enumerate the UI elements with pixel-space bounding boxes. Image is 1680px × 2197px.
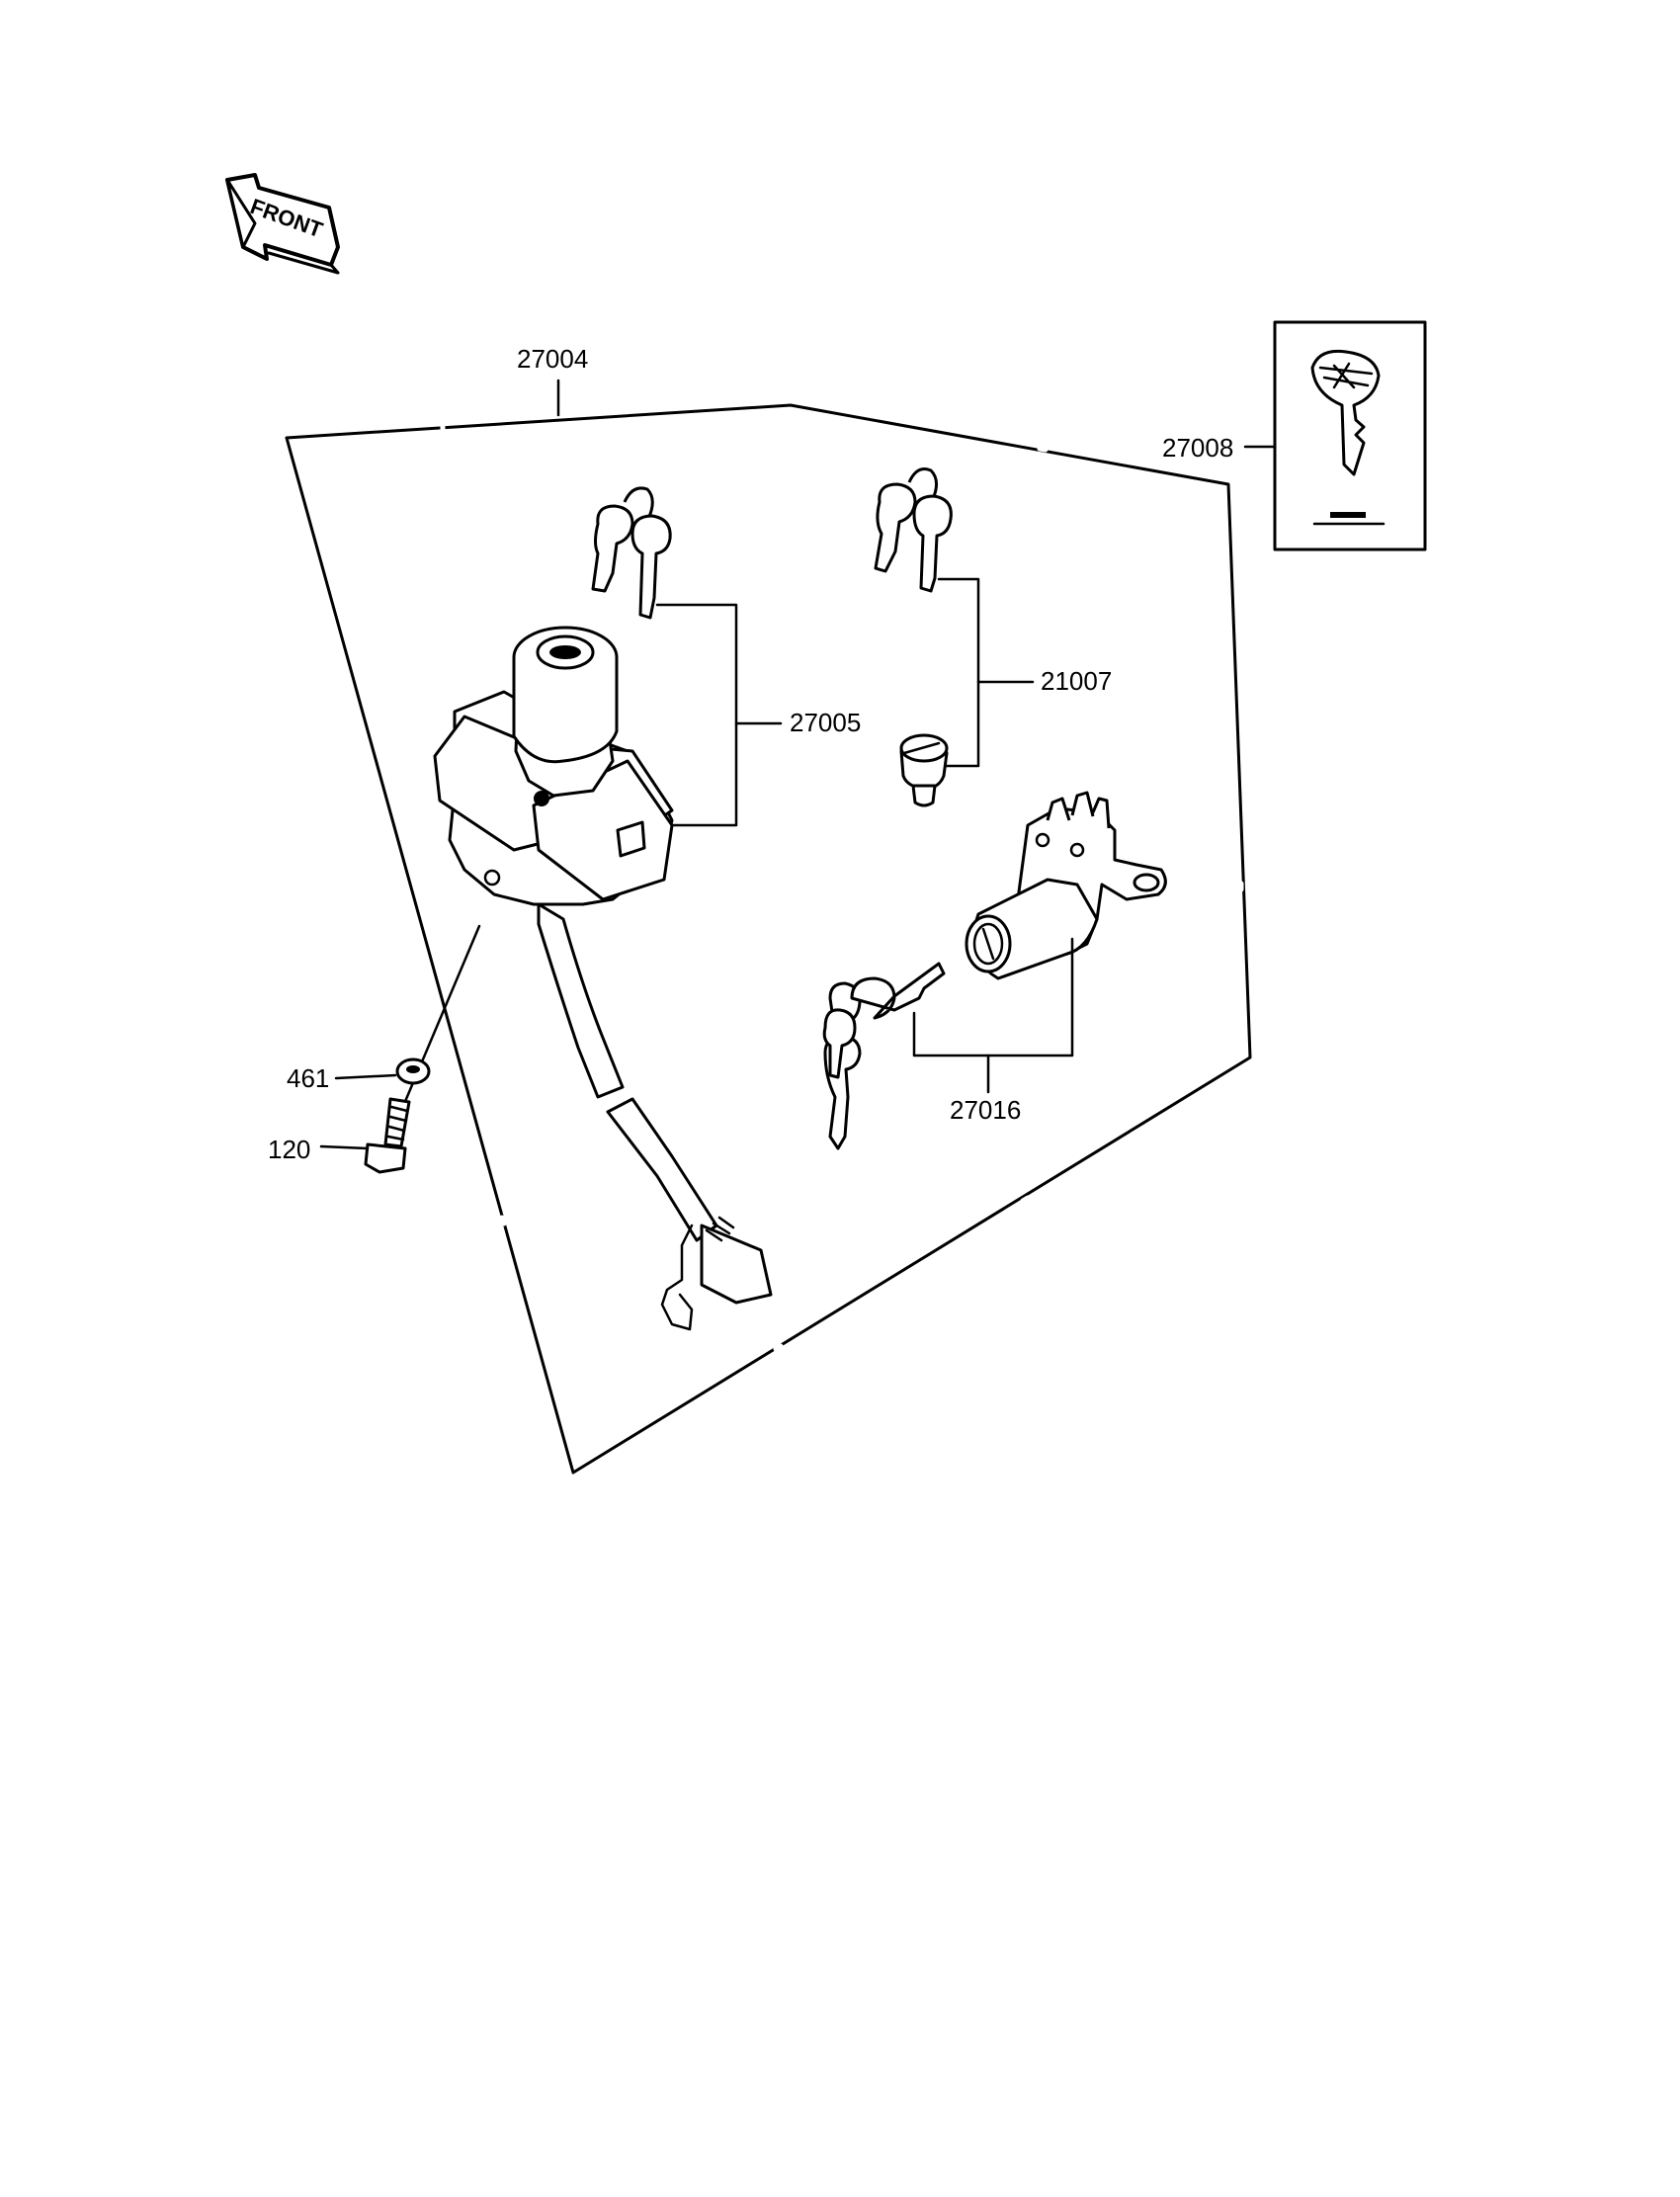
label-461: 461 [287,1063,329,1093]
washer-461 [395,1057,431,1085]
key-card-27008 [1273,320,1427,551]
assembly-outline [285,403,1252,1475]
label-27005: 27005 [790,708,861,737]
key-icon [1310,349,1381,476]
leader-120 [319,1144,370,1150]
label-27016: 27016 [950,1095,1021,1125]
front-arrow-icon: FRONT [225,173,340,275]
label-27008: 27008 [1162,433,1233,463]
bolt-120 [364,1097,411,1174]
leader-27005-keys [655,603,738,827]
key-pair-27016 [822,962,946,1150]
label-120: 120 [268,1135,310,1164]
lock-cylinder-21007 [899,733,949,807]
ignition-switch [433,626,773,1331]
key-pair-27005 [591,486,672,620]
leader-461 [334,1073,397,1080]
leader-21007-keys [937,577,980,768]
label-21007: 21007 [1041,666,1112,696]
key-pair-21007 [874,467,953,593]
leader-27016-keys [912,937,1074,1057]
seat-lock-27016 [965,791,1167,980]
label-27004: 27004 [517,344,588,374]
